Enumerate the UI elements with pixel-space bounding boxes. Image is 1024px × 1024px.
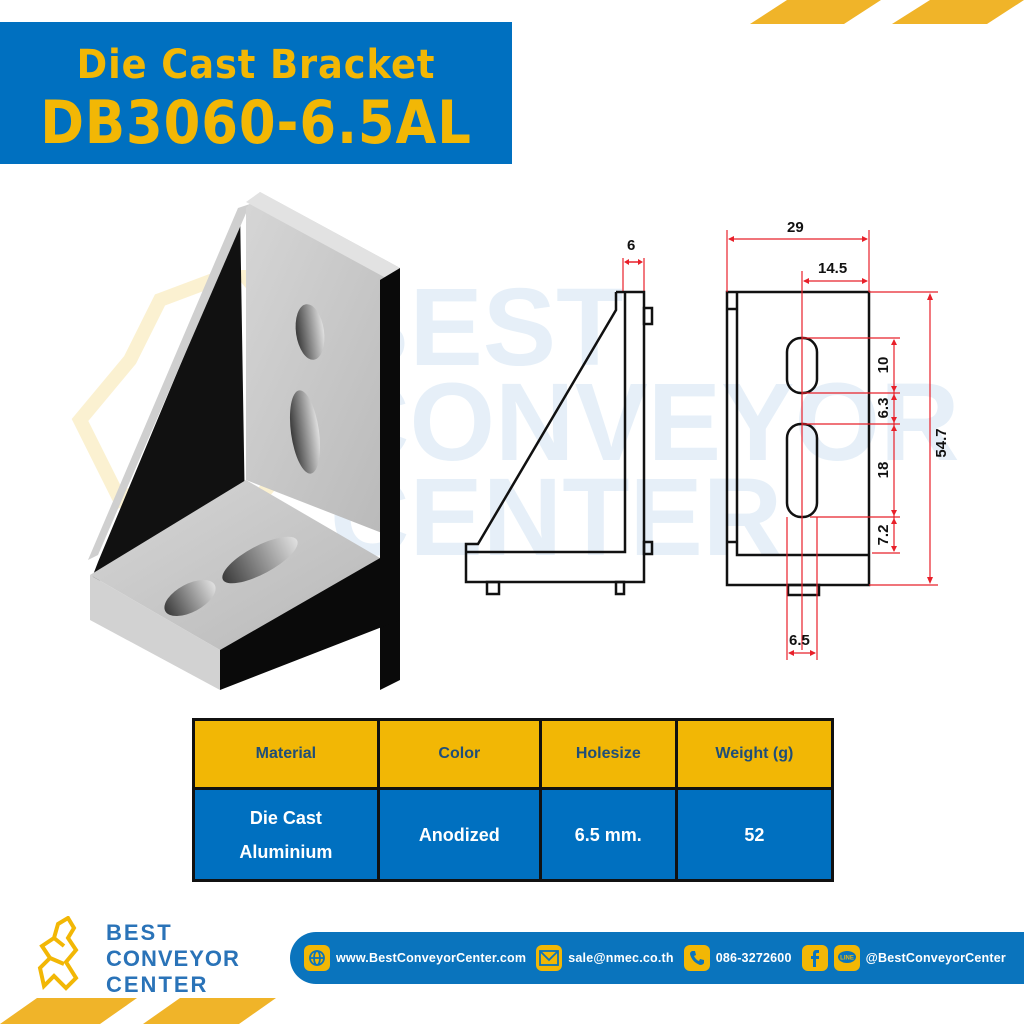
header-material: Material xyxy=(192,718,380,790)
height-dimension: 54.7 xyxy=(933,428,950,457)
cell-weight: 52 xyxy=(674,787,835,882)
logo-text-conveyor: CONVEYOR xyxy=(106,946,240,971)
product-model: DB3060-6.5AL xyxy=(40,88,472,158)
front-view-drawing: 29 14.5 54.7 10 6.3 18 7.2 6.5 xyxy=(725,219,950,660)
logo-text-best: BEST xyxy=(106,920,173,945)
globe-icon xyxy=(304,945,330,971)
material-line1: Die Cast xyxy=(249,807,322,828)
phone-text: 086-3272600 xyxy=(715,951,792,965)
side-view-drawing: 6 xyxy=(464,237,654,596)
website-link[interactable]: www.BestConveyorCenter.com xyxy=(304,945,526,971)
product-category: Die Cast Bracket xyxy=(76,42,436,88)
line-icon[interactable]: LINE xyxy=(833,945,860,971)
slot2-dimension: 18 xyxy=(875,462,892,479)
header-holesize: Holesize xyxy=(538,718,678,790)
cell-color: Anodized xyxy=(376,787,542,882)
social-links: LINE @BestConveyorCenter xyxy=(801,945,1006,971)
hole-dimension: 6.5 xyxy=(789,632,810,649)
website-text: www.BestConveyorCenter.com xyxy=(336,951,527,965)
phone-link[interactable]: 086-3272600 xyxy=(683,945,792,971)
email-link[interactable]: sale@nmec.co.th xyxy=(536,945,674,971)
half-width-dimension: 14.5 xyxy=(818,260,847,277)
gap-dimension: 6.3 xyxy=(875,398,892,419)
bracket-3d-illustration xyxy=(88,192,400,690)
cell-holesize: 6.5 mm. xyxy=(538,787,678,882)
email-text: sale@nmec.co.th xyxy=(568,951,674,965)
table-header-row: Material Color Holesize Weight (g) xyxy=(192,718,835,790)
horse-logo-icon xyxy=(37,916,79,991)
width-dimension: 29 xyxy=(787,219,804,236)
decorative-stripes-bottom xyxy=(0,998,276,1024)
mail-icon xyxy=(536,945,563,971)
facebook-icon[interactable] xyxy=(801,945,828,971)
bottom-dimension: 7.2 xyxy=(875,525,892,546)
title-banner: Die Cast Bracket DB3060-6.5AL xyxy=(0,22,512,164)
spec-table: Material Color Holesize Weight (g) Die C… xyxy=(192,718,835,882)
company-logo: BEST CONVEYOR CENTER xyxy=(37,916,240,996)
header-weight: Weight (g) xyxy=(674,718,835,790)
logo-text-center: CENTER xyxy=(106,972,208,996)
thickness-dimension: 6 xyxy=(627,237,635,254)
material-line2: Aluminium xyxy=(239,841,333,862)
social-handle: @BestConveyorCenter xyxy=(865,951,1006,965)
phone-icon xyxy=(683,945,710,971)
decorative-stripes-top xyxy=(750,0,1024,24)
cell-material: Die Cast Aluminium xyxy=(192,787,380,882)
slot1-dimension: 10 xyxy=(875,357,892,374)
contact-bar: www.BestConveyorCenter.com sale@nmec.co.… xyxy=(290,932,1024,984)
header-color: Color xyxy=(376,718,542,790)
table-row: Die Cast Aluminium Anodized 6.5 mm. 52 xyxy=(192,787,835,882)
svg-text:LINE: LINE xyxy=(840,956,854,962)
